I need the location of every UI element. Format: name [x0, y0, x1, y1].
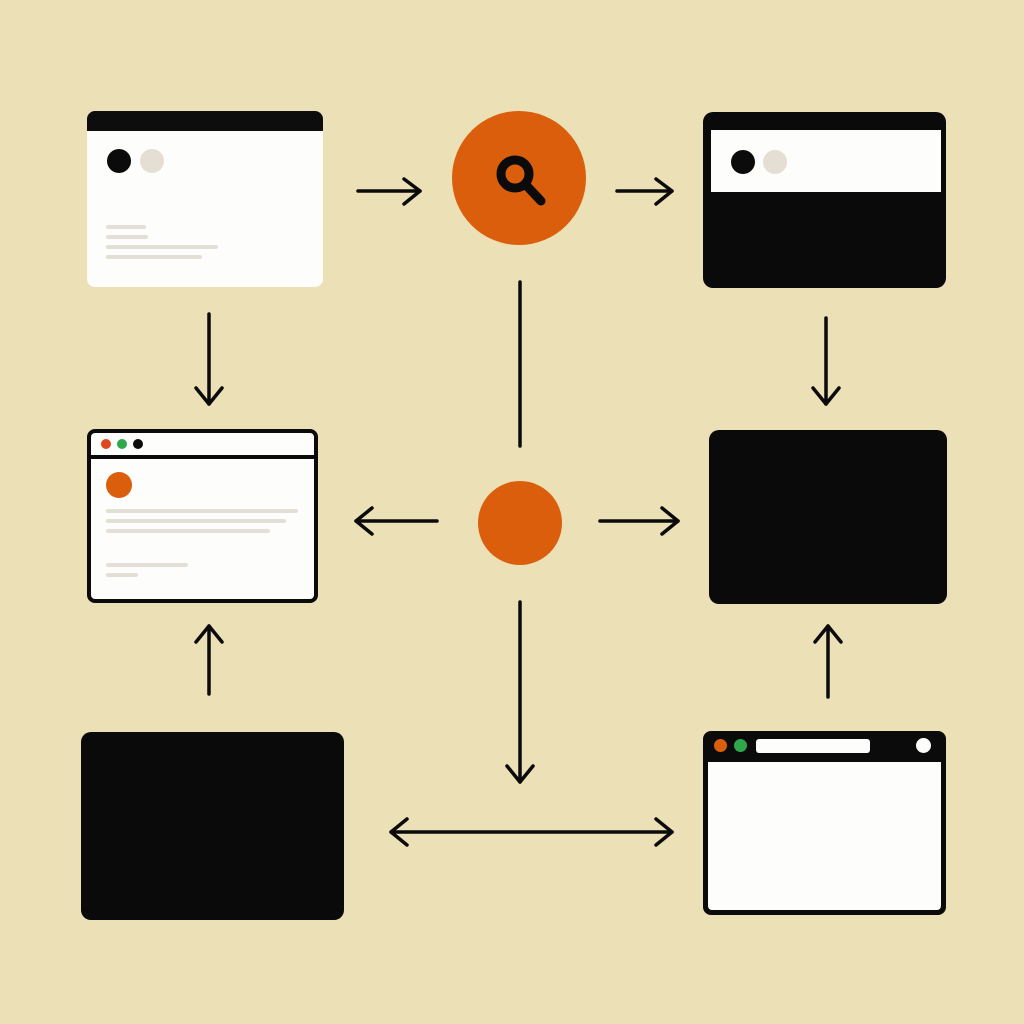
window-bottom-right[interactable]	[703, 731, 946, 915]
window-bottom-left[interactable]	[81, 732, 344, 920]
arrow-bottom-left-to-middle-left	[194, 624, 224, 696]
arrow-bottom-right-to-middle-right	[813, 624, 843, 699]
arrow-top-left-to-search	[356, 177, 422, 206]
avatar-circle-icon	[106, 472, 132, 498]
center-hub[interactable]	[478, 481, 562, 565]
text-line	[106, 255, 202, 259]
black-circle-icon	[731, 150, 755, 174]
arrow-bottom-bidirectional	[389, 817, 674, 847]
text-line	[106, 529, 270, 533]
traffic-red-icon[interactable]	[101, 439, 111, 449]
arrow-center-to-middle-left	[354, 506, 439, 536]
text-line	[106, 225, 146, 229]
browser-toolbar	[91, 433, 314, 459]
text-line	[106, 519, 286, 523]
traffic-green-icon[interactable]	[734, 739, 747, 752]
light-circle-icon	[140, 149, 164, 173]
browser-toolbar	[703, 731, 946, 761]
traffic-green-icon[interactable]	[117, 439, 127, 449]
arrow-center-to-middle-right	[598, 506, 680, 536]
orange-dot-icon	[478, 481, 562, 565]
text-line	[106, 235, 148, 239]
profile-dot-icon[interactable]	[916, 738, 931, 753]
light-circle-icon	[763, 150, 787, 174]
arrow-top-right-to-middle-right	[811, 316, 841, 406]
traffic-orange-icon[interactable]	[714, 739, 727, 752]
window-middle-right[interactable]	[709, 430, 947, 604]
traffic-black-icon[interactable]	[133, 439, 143, 449]
window-top-left[interactable]	[87, 111, 323, 287]
window-top-right[interactable]	[703, 112, 946, 288]
text-line	[106, 573, 138, 577]
text-line	[106, 509, 298, 513]
content-panel	[708, 762, 941, 910]
text-line	[106, 563, 188, 567]
black-circle-icon	[107, 149, 131, 173]
search-icon	[496, 155, 546, 206]
arrow-top-left-to-middle-left	[194, 312, 224, 406]
text-line	[106, 245, 218, 249]
title-bar	[87, 111, 323, 131]
search-hub[interactable]	[452, 111, 586, 245]
arrow-center-down	[505, 600, 535, 784]
window-middle-left[interactable]	[87, 429, 318, 603]
address-bar[interactable]	[756, 739, 870, 753]
content-panel	[711, 130, 941, 192]
arrow-search-to-top-right	[615, 177, 674, 206]
